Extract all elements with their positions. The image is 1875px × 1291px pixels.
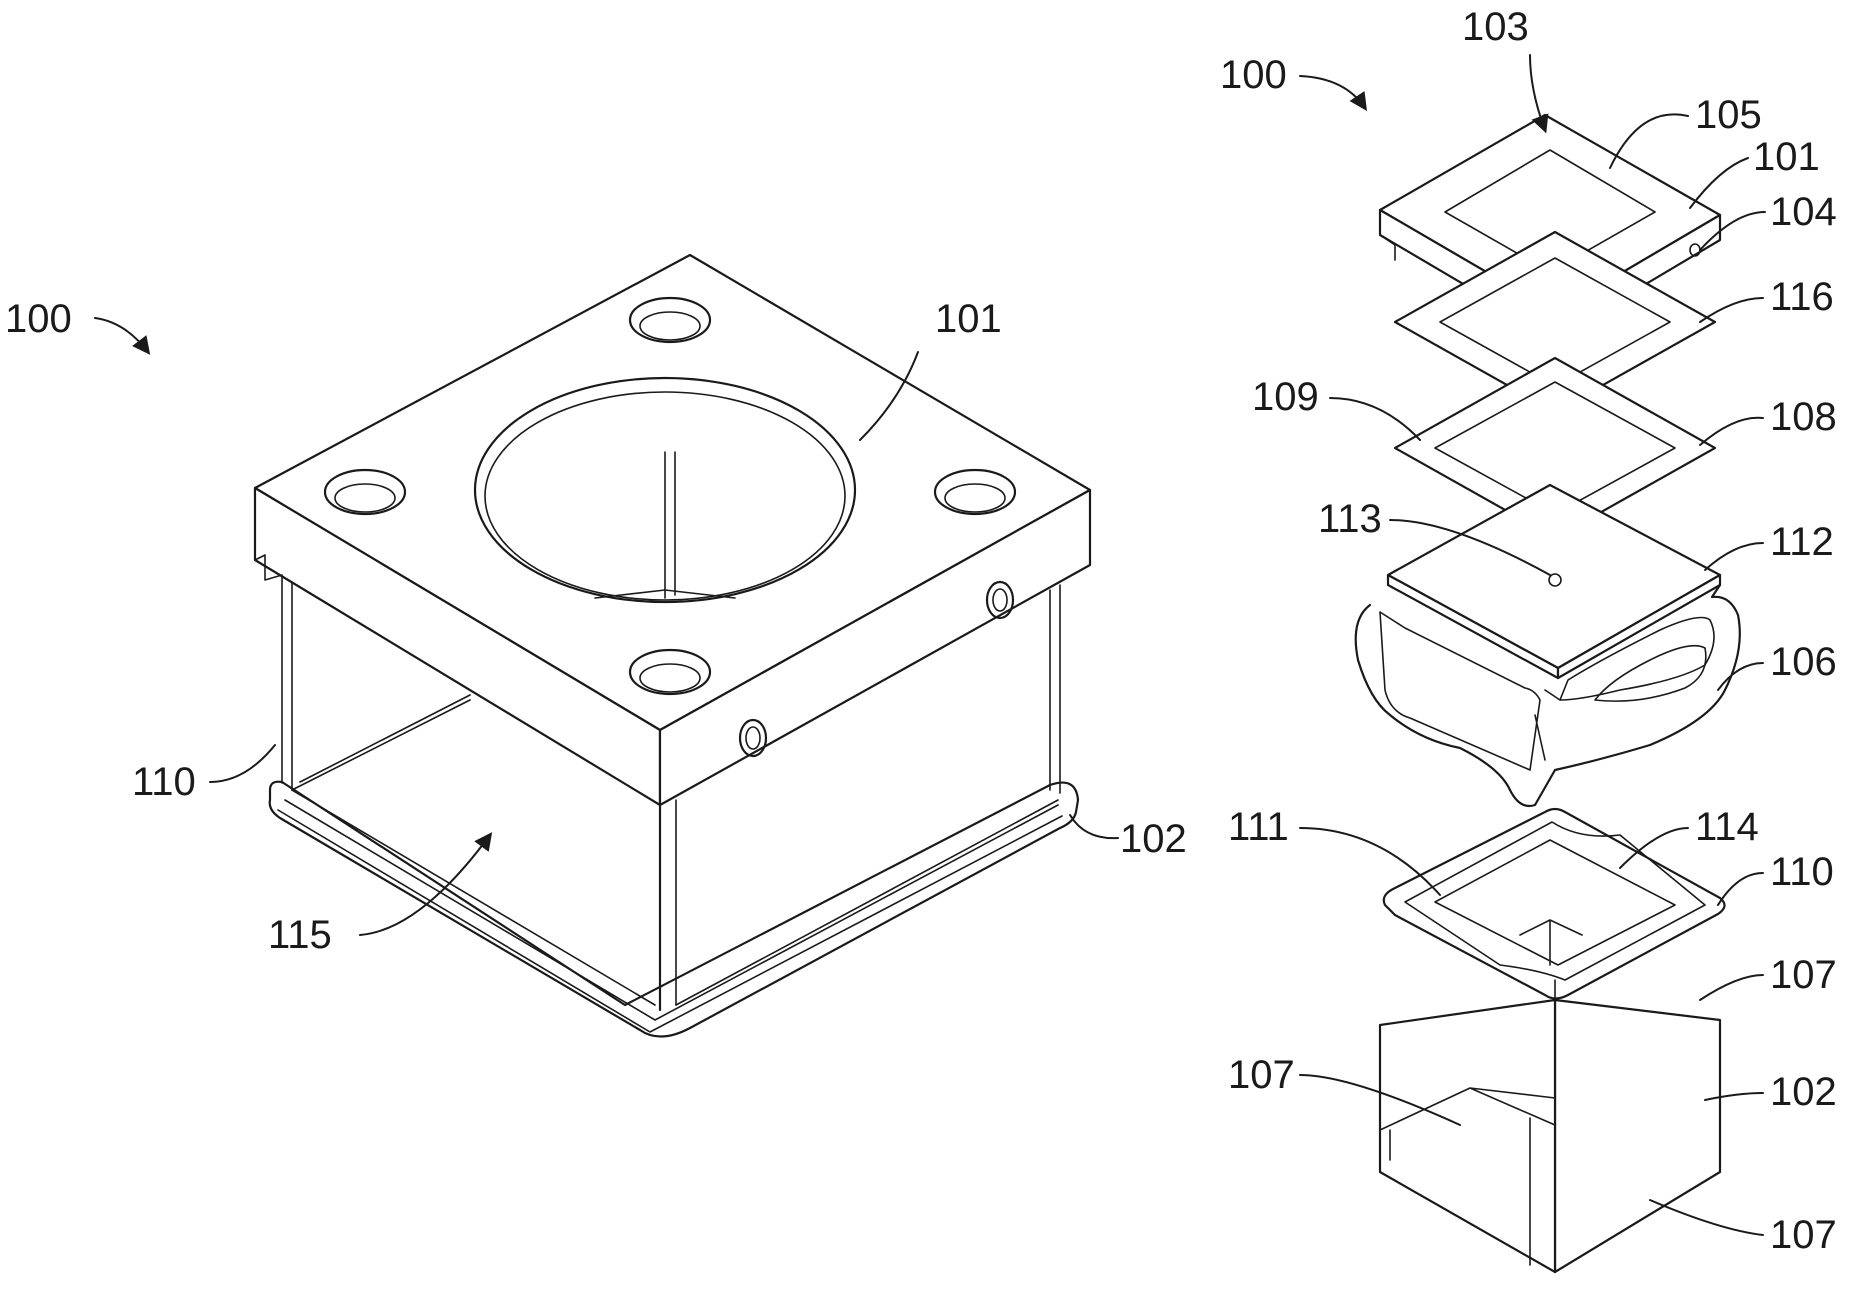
label-right-104: 104: [1770, 190, 1837, 234]
label-left-101: 101: [935, 297, 1002, 341]
label-right-116: 116: [1770, 275, 1834, 319]
base-gasket-inner-2: [285, 800, 1058, 1020]
leader-right-106: [1718, 663, 1763, 690]
base-gasket-outline: [270, 782, 1078, 1037]
label-right-103: 103: [1462, 5, 1529, 49]
leader-left-110: [210, 745, 275, 782]
leader-right-110: [1718, 873, 1763, 905]
leader-left-102: [1070, 815, 1118, 838]
label-right-114: 114: [1695, 805, 1759, 849]
interior-back-left-2: [300, 695, 470, 782]
label-right-110: 110: [1770, 850, 1834, 894]
label-right-101: 101: [1753, 135, 1820, 179]
leader-right-100: [1300, 76, 1365, 108]
label-right-107c: 107: [1770, 1213, 1837, 1257]
label-right-102: 102: [1770, 1070, 1837, 1114]
label-right-113: 113: [1318, 497, 1382, 541]
label-left-115: 115: [268, 913, 332, 957]
interior-back-left: [292, 700, 470, 790]
exploded-housing-front-wall: [1380, 1000, 1555, 1272]
leader-right-108: [1700, 418, 1763, 445]
leader-left-115: [360, 835, 490, 935]
label-right-100: 100: [1220, 53, 1287, 97]
exploded-housing-right-wall: [1555, 1000, 1720, 1272]
leader-right-109: [1330, 398, 1420, 440]
exploded-device: [1356, 115, 1740, 1272]
label-right-109: 109: [1252, 375, 1319, 419]
base-gasket-inner: [278, 810, 1062, 1032]
label-left-100: 100: [5, 297, 72, 341]
label-left-102: 102: [1120, 817, 1187, 861]
right-wall-bottom: [676, 800, 1058, 1005]
leader-right-112: [1705, 543, 1763, 570]
leader-left-100: [95, 318, 148, 352]
label-right-105: 105: [1695, 93, 1762, 137]
label-right-106: 106: [1770, 640, 1837, 684]
leader-right-101: [1690, 158, 1748, 208]
leader-right-107a: [1700, 975, 1763, 1000]
assembled-device: [255, 255, 1090, 1037]
left-wall-bottom: [292, 790, 655, 1005]
label-right-107a: 107: [1770, 953, 1837, 997]
exploded-plate-112: [1388, 485, 1720, 668]
label-right-112: 112: [1770, 520, 1834, 564]
label-right-107b: 107: [1228, 1053, 1295, 1097]
label-right-108: 108: [1770, 395, 1837, 439]
label-left-110: 110: [132, 760, 196, 804]
label-right-111: 111: [1228, 805, 1289, 849]
